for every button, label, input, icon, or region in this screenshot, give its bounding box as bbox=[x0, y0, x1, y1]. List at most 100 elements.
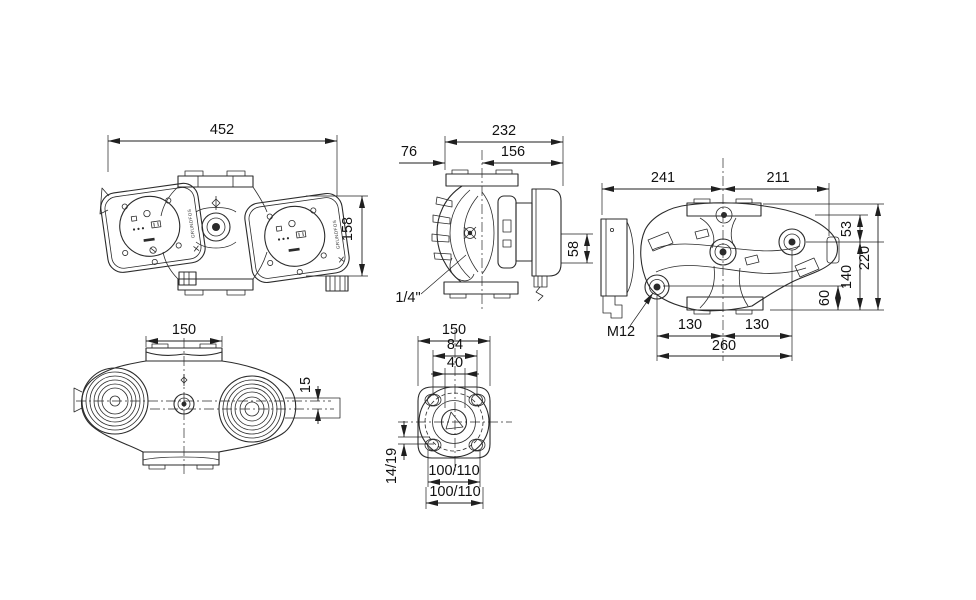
led-dot-icon bbox=[132, 228, 136, 231]
underside-body-lower bbox=[142, 456, 220, 461]
rib-tab bbox=[794, 257, 820, 278]
dim-211-label: 211 bbox=[766, 170, 789, 186]
side-motor bbox=[515, 202, 533, 262]
underside-bottom-flange bbox=[142, 451, 220, 470]
dim-130-left: 130 bbox=[656, 294, 723, 361]
side-control-box bbox=[531, 188, 562, 302]
dim-14-19: 14/19 bbox=[384, 421, 434, 484]
led-dot-icon bbox=[137, 227, 140, 230]
changeover-valve-hub bbox=[201, 196, 231, 242]
screws-left bbox=[121, 197, 182, 265]
plan-bottom-flange bbox=[686, 296, 764, 315]
vent-port-label: 1/4" bbox=[395, 290, 420, 306]
dim-150-flange: 150 bbox=[417, 322, 491, 386]
flange-view: 150 84 40 bbox=[384, 322, 512, 509]
mode-square-icon bbox=[275, 225, 283, 232]
dim-100-110-b: 100/110 bbox=[425, 484, 484, 509]
dim-60-label: 60 bbox=[817, 290, 833, 306]
dim-14-19-label: 14/19 bbox=[384, 448, 400, 484]
vent-port-callout: 1/4" bbox=[395, 254, 467, 306]
dim-130-left-label: 130 bbox=[678, 317, 702, 333]
dim-241-label: 241 bbox=[651, 170, 675, 186]
dim-260: 260 bbox=[657, 338, 792, 359]
vent-screw bbox=[463, 226, 477, 240]
pump-head-left: GRUNDFOS bbox=[100, 182, 206, 273]
front-bottom-flange bbox=[177, 278, 254, 296]
led-dot-icon bbox=[286, 237, 290, 240]
cable-gland bbox=[178, 271, 197, 286]
dim-76: 76 bbox=[399, 144, 445, 166]
m12-callout: M12 bbox=[607, 292, 654, 340]
dim-211: 211 bbox=[723, 170, 830, 236]
screws-right bbox=[266, 207, 327, 275]
front-view: 452 158 bbox=[99, 122, 368, 296]
bolt-slot bbox=[424, 393, 442, 407]
cable-gland bbox=[325, 275, 349, 292]
flow-arrow-icon bbox=[445, 411, 464, 430]
dim-150-underside-label: 150 bbox=[172, 322, 196, 338]
plan-body bbox=[640, 202, 840, 312]
dim-15: 15 bbox=[298, 377, 321, 424]
dim-53: 53 bbox=[763, 203, 884, 243]
dim-100-110-a-label: 100/110 bbox=[428, 463, 479, 479]
side-view: 232 76 156 bbox=[395, 123, 593, 312]
side-bottom-flange bbox=[443, 281, 519, 299]
grundfos-logo-icon bbox=[193, 245, 200, 252]
grundfos-logo-icon bbox=[338, 256, 345, 263]
bolt-slot bbox=[424, 438, 442, 452]
dim-140: 140 bbox=[839, 242, 863, 310]
cable-connector bbox=[533, 275, 548, 302]
dim-156: 156 bbox=[482, 144, 563, 166]
dim-130-right: 130 bbox=[723, 250, 793, 361]
flange-body bbox=[417, 386, 491, 459]
side-top-flange bbox=[445, 169, 519, 187]
led-dot-icon bbox=[282, 237, 285, 240]
screw-icon bbox=[143, 209, 151, 218]
left-end-tab bbox=[73, 387, 83, 413]
dim-58: 58 bbox=[561, 233, 593, 264]
plan-control-box bbox=[600, 218, 635, 319]
dim-76-label: 76 bbox=[401, 144, 417, 160]
dim-53-label: 53 bbox=[839, 221, 855, 237]
underside-view: 150 bbox=[73, 322, 341, 475]
center-hub bbox=[709, 238, 737, 266]
dim-232: 232 bbox=[444, 123, 564, 186]
right-end-tab bbox=[285, 397, 341, 419]
left-tab bbox=[99, 187, 110, 215]
screw-icon bbox=[288, 219, 296, 228]
vent-symbol-icon bbox=[211, 196, 221, 210]
dim-60: 60 bbox=[663, 285, 846, 310]
led-dot-icon bbox=[277, 238, 281, 241]
m12-label: M12 bbox=[607, 324, 635, 340]
rib-tab bbox=[694, 228, 710, 240]
plan-view: 241 211 bbox=[600, 158, 884, 361]
led-dot-icon bbox=[141, 227, 145, 230]
dim-140-label: 140 bbox=[839, 265, 855, 289]
setting-knob-icon bbox=[149, 246, 157, 254]
underside-body bbox=[80, 351, 297, 453]
side-volute bbox=[431, 185, 495, 283]
dim-130-right-label: 130 bbox=[745, 317, 769, 333]
top-port-bolt bbox=[715, 206, 733, 224]
front-top-flange bbox=[177, 170, 254, 188]
dim-150-flange-label: 150 bbox=[442, 322, 466, 338]
pump-head-right: GRUNDFOS bbox=[244, 192, 350, 284]
display-icon bbox=[295, 230, 307, 239]
brand-label: GRUNDFOS bbox=[187, 209, 196, 239]
dim-241: 241 bbox=[601, 170, 723, 215]
button-bar-icon bbox=[288, 247, 300, 252]
rib-tab bbox=[647, 231, 674, 252]
control-panel-right bbox=[275, 219, 307, 252]
dim-156-label: 156 bbox=[501, 144, 525, 160]
bolt-slot bbox=[468, 438, 486, 452]
brand-label: GRUNDFOS bbox=[332, 220, 341, 250]
side-clamp-ring bbox=[497, 195, 517, 269]
display-icon bbox=[150, 220, 162, 229]
dim-100-110-b-label: 100/110 bbox=[429, 484, 480, 500]
dim-452-label: 452 bbox=[210, 122, 234, 138]
rib-tab bbox=[744, 254, 760, 266]
control-panel-left bbox=[130, 209, 162, 254]
dim-452: 452 bbox=[107, 122, 338, 196]
dim-260-label: 260 bbox=[712, 338, 736, 354]
